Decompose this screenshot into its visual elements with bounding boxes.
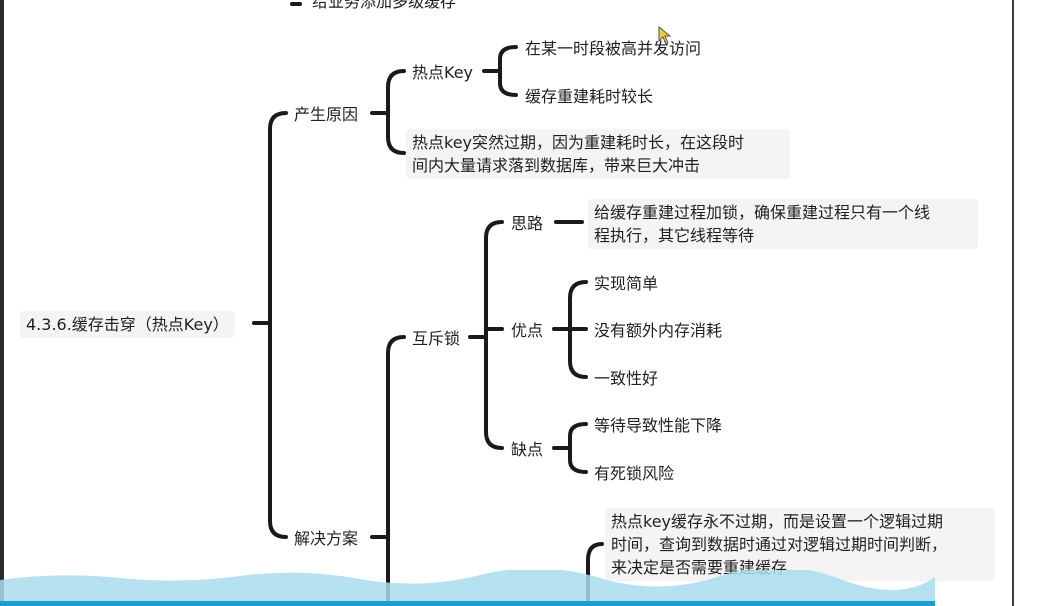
hotkey-item-1[interactable]: 在某一时段被高并发访问 bbox=[525, 39, 702, 58]
pros-node[interactable]: 优点 bbox=[511, 321, 544, 340]
bottom-wave-overlay bbox=[0, 570, 935, 606]
connector-mutex-trunk bbox=[484, 220, 504, 450]
mouse-cursor-icon bbox=[658, 26, 672, 45]
cons-item-2[interactable]: 有死锁风险 bbox=[594, 464, 675, 483]
idea-node[interactable]: 思路 bbox=[511, 214, 544, 233]
logical-expire-line2: 时间，查询到数据时通过对逻辑过期时间判断， bbox=[611, 535, 948, 554]
idea-text-line2: 程执行，其它线程等待 bbox=[594, 226, 755, 245]
connector-root-trunk bbox=[268, 111, 288, 539]
wave-fill bbox=[0, 570, 935, 606]
window-right-edge bbox=[1012, 0, 1014, 606]
connector-solution-trunk bbox=[386, 335, 406, 606]
pros-item-2[interactable]: 没有额外内存消耗 bbox=[594, 321, 723, 340]
hotkey-item-2[interactable]: 缓存重建耗时较长 bbox=[525, 87, 654, 106]
pros-item-1[interactable]: 实现简单 bbox=[594, 274, 659, 293]
cause-explain-line2: 间内大量请求落到数据库，带来巨大冲击 bbox=[412, 156, 701, 175]
connector-logical-expire bbox=[586, 542, 604, 606]
idea-text-line1: 给缓存重建过程加锁，确保重建过程只有一个线 bbox=[594, 203, 931, 222]
window-left-edge bbox=[0, 0, 4, 606]
wave-bottom-band bbox=[0, 601, 935, 606]
pros-item-3[interactable]: 一致性好 bbox=[594, 369, 659, 388]
cause-explain-node[interactable]: 热点key突然过期，因为重建耗时长，在这段时 间内大量请求落到数据库，带来巨大冲… bbox=[406, 129, 790, 179]
connector-cons-trunk bbox=[568, 422, 588, 474]
logical-expire-node[interactable]: 热点key缓存永不过期，而是设置一个逻辑过期 时间，查询到数据时通过对逻辑过期时… bbox=[605, 508, 995, 581]
idea-text-node[interactable]: 给缓存重建过程加锁，确保重建过程只有一个线 程执行，其它线程等待 bbox=[588, 199, 978, 249]
connector-hotkey-trunk bbox=[498, 45, 518, 97]
cons-node[interactable]: 缺点 bbox=[511, 440, 544, 459]
mutex-node[interactable]: 互斥锁 bbox=[412, 329, 461, 348]
cause-node[interactable]: 产生原因 bbox=[294, 105, 359, 124]
cut-top-node: 给业务添加多级缓存 bbox=[312, 0, 457, 11]
solution-node[interactable]: 解决方案 bbox=[294, 529, 359, 548]
hotkey-node[interactable]: 热点Key bbox=[412, 63, 474, 82]
root-node[interactable]: 4.3.6.缓存击穿（热点Key） bbox=[20, 311, 235, 338]
cons-item-1[interactable]: 等待导致性能下降 bbox=[594, 416, 723, 435]
logical-expire-line1: 热点key缓存永不过期，而是设置一个逻辑过期 bbox=[611, 512, 944, 531]
cause-explain-line1: 热点key突然过期，因为重建耗时长，在这段时 bbox=[412, 133, 745, 152]
connector-cause-trunk bbox=[386, 69, 406, 155]
